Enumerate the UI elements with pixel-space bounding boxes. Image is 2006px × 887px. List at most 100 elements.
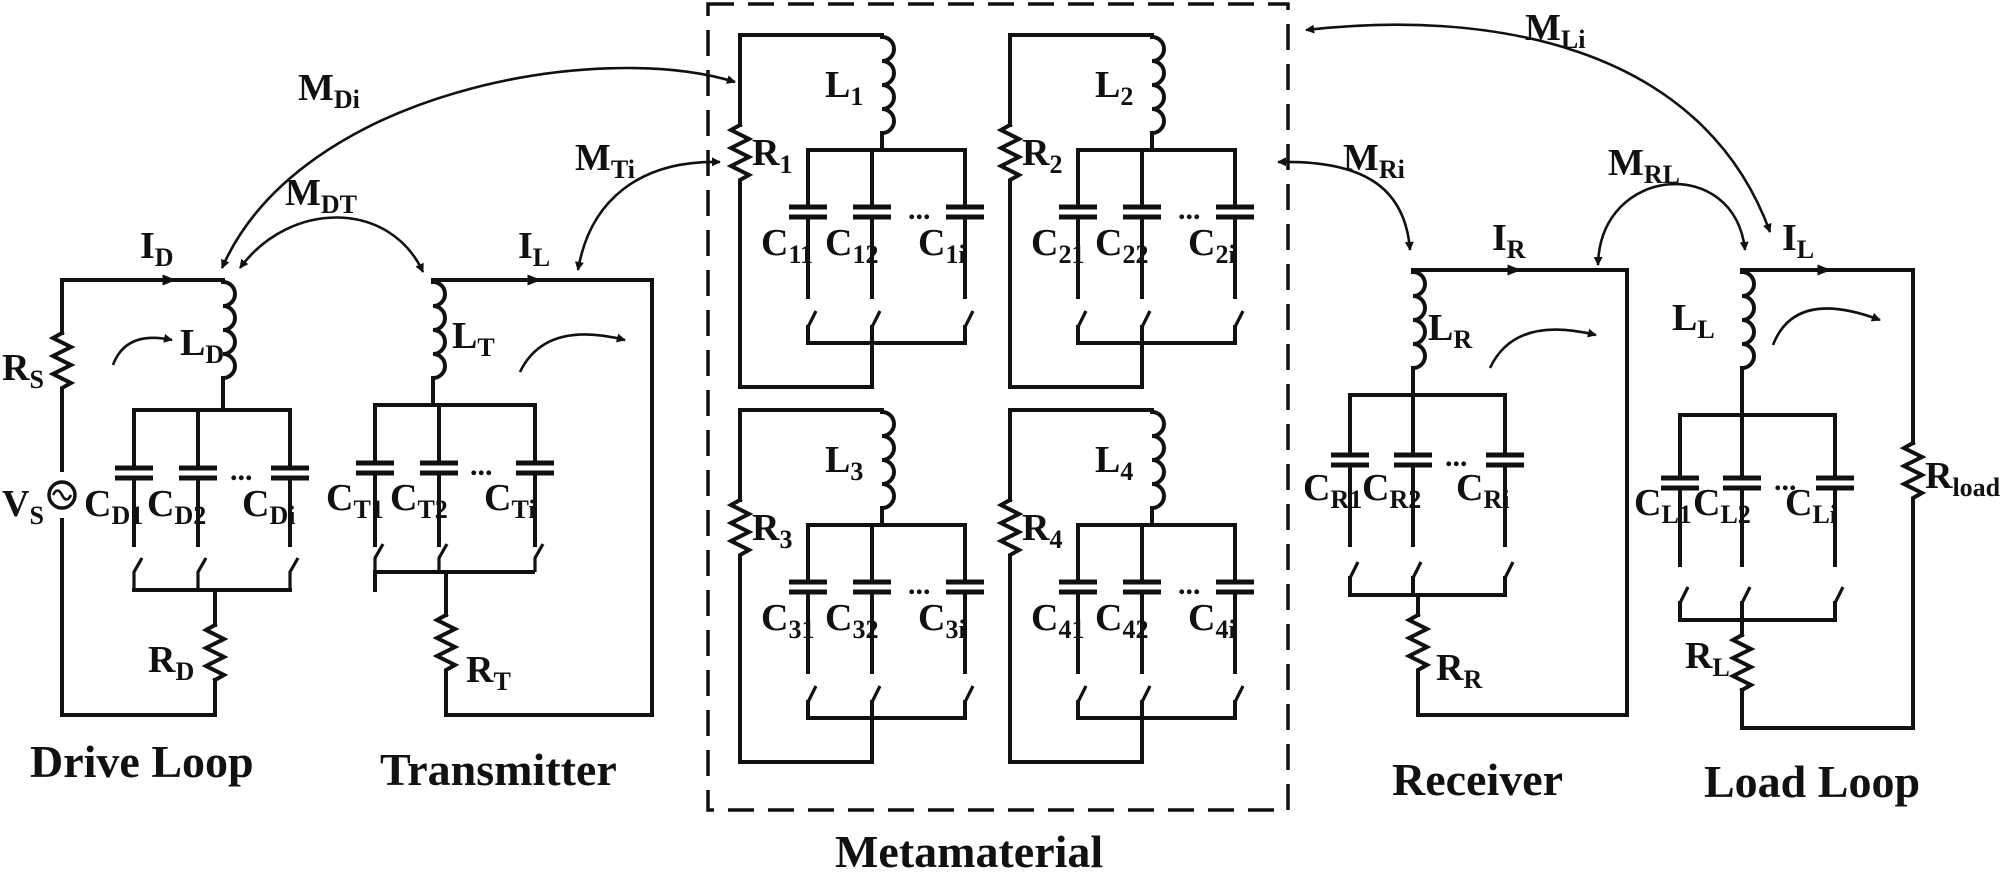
- metamaterial-resistor: [726, 497, 754, 567]
- load-circulation-arrow: [1771, 307, 1881, 346]
- cap-label-t2: CT2: [390, 477, 448, 524]
- transmitter: IL LT RT CT1 CT2 CTi ... Transmitter: [326, 225, 654, 795]
- cap-label-ri: CRi: [1456, 467, 1509, 514]
- cap-label-li: CLi: [1785, 482, 1837, 529]
- receiver-current-label: IR: [1492, 217, 1526, 264]
- metamaterial-inductor-label: L4: [1095, 439, 1133, 486]
- cap-dots: ...: [908, 193, 931, 226]
- metamaterial-switch: [870, 685, 882, 703]
- coupling-label-di: MDi: [298, 67, 360, 114]
- metamaterial-capacitor: [1123, 204, 1161, 220]
- metamaterial-cap-label: C2i: [1188, 222, 1236, 269]
- metamaterial-capacitor: [1059, 204, 1097, 220]
- ld-label: LD: [180, 322, 224, 369]
- cap-label-d2: CD2: [147, 483, 206, 530]
- rr-label: RR: [1436, 647, 1482, 694]
- coupling-label-ti: MTi: [575, 137, 635, 184]
- coupling-label-ri: MRi: [1343, 137, 1405, 184]
- metamaterial-inductor: [1149, 34, 1166, 136]
- metamaterial-inductor-label: L2: [1095, 64, 1133, 111]
- cap-label-r2: CR2: [1362, 467, 1421, 514]
- metamaterial-cap-label: C31: [761, 597, 814, 644]
- load-loop-wire: [1678, 268, 1915, 730]
- metamaterial-title: Metamaterial: [835, 826, 1103, 877]
- metamaterial-switch: [1233, 685, 1245, 703]
- receiver: IR LR RR CR1 CR2 CRi ... Receiver: [1303, 217, 1629, 805]
- metamaterial-inductor: [1149, 409, 1166, 511]
- rt-resistor: [432, 612, 460, 682]
- transmitter-current-label: IL: [518, 225, 550, 272]
- metamaterial-cap-label: C11: [761, 222, 813, 269]
- metamaterial-resistor-label: R3: [752, 507, 792, 554]
- metamaterial-cap-label: C32: [825, 597, 878, 644]
- load-current-label: IL: [1782, 217, 1814, 264]
- coupling-arrow-ti: [574, 157, 721, 271]
- rload-resistor: [1899, 440, 1927, 510]
- metamaterial-capacitor: [1216, 579, 1254, 595]
- cap-dots: ...: [908, 568, 931, 601]
- receiver-circulation-arrow: [1488, 328, 1597, 369]
- drive-current-label: ID: [140, 225, 174, 272]
- metamaterial-switch: [1076, 685, 1088, 703]
- metamaterial-cap-label: C3i: [918, 597, 966, 644]
- ll-inductor: [1739, 269, 1756, 371]
- rs-resistor: [48, 330, 76, 392]
- metamaterial-capacitor: [1123, 579, 1161, 595]
- metamaterial-capacitor: [853, 204, 891, 220]
- coupling-label-li: MLi: [1525, 7, 1585, 54]
- cap-label-di: CDi: [242, 483, 295, 530]
- coupling-arrow-rl: [1593, 182, 1749, 266]
- rload-label: Rload: [1925, 455, 2001, 502]
- metamaterial-cap-label: C12: [825, 222, 878, 269]
- lt-inductor: [430, 279, 447, 381]
- cap-label-r1: CR1: [1303, 467, 1362, 514]
- rr-resistor: [1404, 612, 1432, 682]
- rd-resistor: [201, 622, 229, 683]
- metamaterial-resistor: [726, 122, 754, 192]
- coupling-label-dt: MDT: [285, 172, 357, 219]
- lt-label: LT: [452, 315, 495, 362]
- drive-loop-title: Drive Loop: [30, 736, 254, 787]
- metamaterial-switch: [963, 685, 975, 703]
- metamaterial-resistor: [996, 497, 1024, 567]
- metamaterial-capacitor: [789, 204, 827, 220]
- metamaterial-resistor-label: R4: [1022, 507, 1062, 554]
- drive-cap-bank: [115, 408, 309, 592]
- cap-label-d1: CD1: [84, 483, 143, 530]
- metamaterial-switch: [1076, 310, 1088, 328]
- metamaterial-capacitor: [946, 579, 984, 595]
- coupling-arrow-li: [1305, 23, 1772, 233]
- receiver-cap-bank: [1331, 393, 1524, 597]
- metamaterial-capacitor: [1216, 204, 1254, 220]
- lr-inductor: [1410, 269, 1427, 371]
- metamaterial-inductor-label: L1: [825, 64, 863, 111]
- metamaterial-inductor: [879, 34, 896, 136]
- metamaterial-cell-wire: [738, 33, 967, 389]
- metamaterial-cap-label: C21: [1031, 222, 1084, 269]
- cap-dots: ...: [1774, 464, 1797, 497]
- transmitter-title: Transmitter: [380, 744, 617, 795]
- cap-dots: ...: [470, 449, 493, 482]
- metamaterial-cap-label: C41: [1031, 597, 1084, 644]
- load-loop: IL LL RL Rload CL1 CL2 CLi ... Load Loop: [1634, 217, 2001, 807]
- receiver-wire: [1348, 268, 1629, 717]
- metamaterial-boundary: [706, 2, 1290, 812]
- rd-label: RD: [148, 639, 194, 686]
- metamaterial-resistor-label: R1: [752, 132, 792, 179]
- coupling-arrow-dt: [238, 216, 425, 273]
- transmitter-circulation-arrow: [518, 333, 626, 373]
- drive-loop: RS VS ID LD RD CD1 CD2 CDi ... Drive Loo…: [2, 225, 309, 787]
- receiver-title: Receiver: [1392, 754, 1563, 805]
- metamaterial-cap-label: C1i: [918, 222, 966, 269]
- transmitter-cap-bank: [356, 403, 554, 592]
- metamaterial-switch: [806, 685, 818, 703]
- ld-inductor: [220, 279, 237, 381]
- cap-dots: ...: [230, 454, 253, 487]
- metamaterial-cap-label: C22: [1095, 222, 1148, 269]
- rt-label: RT: [466, 649, 511, 696]
- metamaterial-switch: [870, 310, 882, 328]
